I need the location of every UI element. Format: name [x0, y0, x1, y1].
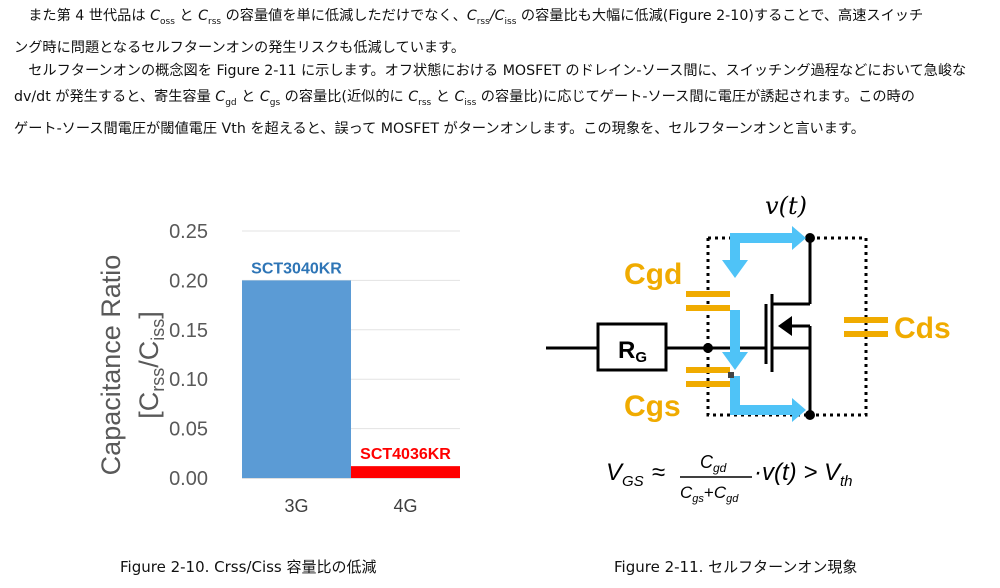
svg-text:Cgd: Cgd [700, 452, 727, 475]
node-source [805, 410, 815, 420]
y-tick-label: 0.05 [169, 419, 208, 441]
y-axis-label-line2: [Crss/Ciss] [134, 311, 168, 419]
paragraph-1: また第 4 世代品は Coss と Crss の容量値を単に低減しただけでなく、… [14, 8, 924, 56]
data-label: SCT4036KR [360, 446, 451, 463]
y-axis-ticks: 0.00 0.05 0.10 0.15 0.20 0.25 [169, 221, 208, 490]
x-axis-labels: 3G 4G [284, 496, 417, 516]
y-tick-label: 0.15 [169, 320, 208, 342]
svg-text:·v(t) > Vth: ·v(t) > Vth [754, 459, 853, 490]
bar-3G [242, 280, 351, 478]
current-arrows [722, 226, 806, 422]
svg-text:Cgs+Cgd: Cgs+Cgd [680, 483, 739, 505]
mosfet-body-arrow [778, 316, 792, 336]
self-turn-on-diagram: v(t) RG Cgd Cgs Cds [546, 192, 951, 505]
data-label: SCT3040KR [251, 260, 342, 277]
cds-label: Cds [894, 312, 951, 345]
y-axis-label-line1: Capacitance Ratio [96, 255, 126, 476]
capacitance-ratio-chart: 0.00 0.05 0.10 0.15 0.20 0.25 SCT3040KR SCT403… [96, 221, 460, 516]
small-marker [728, 372, 734, 378]
cgs-capacitor [686, 367, 730, 387]
gate-circuit [546, 238, 812, 415]
cgs-label: Cgs [624, 390, 681, 423]
paragraph-2: セルフターンオンの概念図を Figure 2-11 に示します。オフ状態における… [14, 63, 967, 137]
y-tick-label: 0.00 [169, 468, 208, 490]
x-tick-label: 4G [393, 496, 417, 516]
x-tick-label: 3G [284, 496, 308, 516]
y-tick-label: 0.10 [169, 369, 208, 391]
cds-capacitor [844, 317, 888, 337]
svg-text:≈: ≈ [652, 459, 665, 486]
node-gate [703, 343, 713, 353]
cgd-label: Cgd [624, 258, 682, 291]
figure-2-10-caption: Figure 2-10. Crss/Ciss 容量比の低減 [120, 558, 377, 576]
cgd-capacitor [686, 291, 730, 311]
y-tick-label: 0.25 [169, 221, 208, 243]
y-axis-label: Capacitance Ratio [Crss/Ciss] [96, 255, 168, 476]
rg-label: RG [618, 337, 647, 366]
svg-text:VGS: VGS [606, 459, 644, 490]
rg-resistor [596, 322, 668, 372]
y-tick-label: 0.20 [169, 270, 208, 292]
vt-label: v(t) [765, 192, 807, 220]
vgs-formula: VGS ≈ Cgd Cgs+Cgd ·v(t) > Vth [606, 452, 853, 505]
node-drain [805, 233, 815, 243]
bar-4G [351, 466, 460, 478]
figure-2-11-caption: Figure 2-11. セルフターンオン現象 [614, 558, 858, 576]
chart-bars: SCT3040KR SCT4036KR [242, 260, 460, 478]
